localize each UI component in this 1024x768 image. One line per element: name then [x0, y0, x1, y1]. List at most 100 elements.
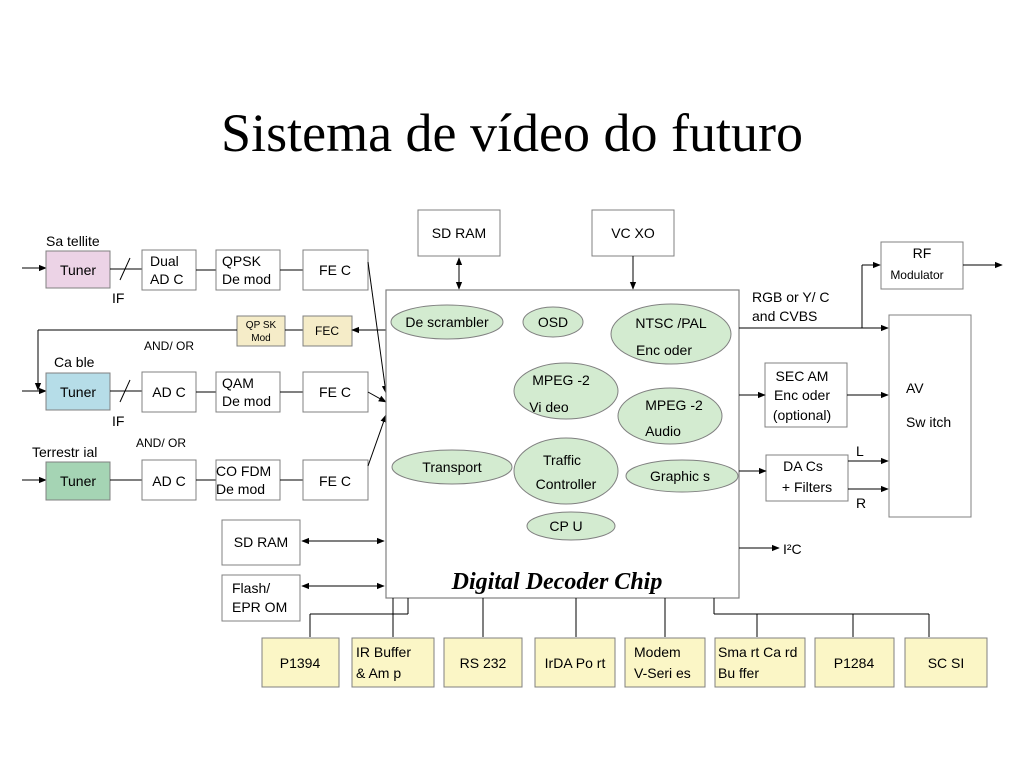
dual-adc-line1: Dual	[150, 253, 179, 269]
mpeg2-audio-block	[617, 387, 723, 445]
port-scsi-label: SC SI	[928, 655, 965, 671]
qpsk-demod-line1: QPSK	[222, 253, 262, 269]
fec2-label: FE C	[319, 384, 351, 400]
adc2-box	[141, 371, 197, 413]
qpsk-demod-line2: De mod	[222, 271, 271, 287]
qpsk-mod-line2: Mod	[251, 333, 270, 344]
port-ir-buffer-line2: & Am p	[356, 665, 401, 681]
dacs-box	[765, 454, 849, 502]
port-ir-buffer-line1: IR Buffer	[356, 644, 411, 660]
top-sdram-label: SD RAM	[432, 225, 486, 241]
satellite-label: Sa tellite	[46, 233, 100, 249]
cpu-block	[526, 511, 616, 541]
dacs-line1: DA Cs	[783, 458, 823, 474]
port-modem-line1: Modem	[634, 644, 681, 660]
rgb-label-line2: and CVBS	[752, 308, 817, 324]
left-sdram-box	[221, 519, 301, 566]
port-smartcard-line2: Bu ffer	[718, 665, 759, 681]
vcxo-label: VC XO	[611, 225, 655, 241]
fec1-to-chip	[367, 261, 389, 394]
chip-name: Digital Decoder Chip	[451, 569, 663, 595]
mpeg2-audio-line1: MPEG -2	[645, 397, 703, 413]
traffic-controller-block	[513, 437, 619, 505]
flash-line1: Flash/	[232, 580, 270, 596]
port-p1284-label: P1284	[834, 655, 875, 671]
and-or-label-1: AND/ OR	[144, 339, 194, 353]
fec1-box	[302, 249, 369, 291]
mpeg2-video-line1: MPEG -2	[532, 372, 590, 388]
cable-if-label: IF	[112, 413, 124, 429]
cable-bus-slash	[119, 379, 131, 403]
qpsk-demod-box	[215, 249, 281, 291]
cable-tuner-label: Tuner	[60, 384, 96, 400]
satellite-tuner-label: Tuner	[60, 262, 96, 278]
and-or-label-2: AND/ OR	[136, 436, 186, 450]
ntsc-pal-line2: Enc oder	[636, 342, 692, 358]
fec3-box	[302, 459, 369, 501]
transport-label: Transport	[422, 459, 482, 475]
rf-modulator-line1: RF	[913, 245, 932, 261]
fec-small-label: FEC	[315, 324, 339, 338]
av-switch-line1: AV	[906, 380, 924, 396]
traffic-controller-line1: Traffic	[543, 452, 581, 468]
cofdm-demod-line2: De mod	[216, 481, 265, 497]
fec2-to-chip	[367, 391, 387, 403]
port-p1394-label: P1394	[280, 655, 321, 671]
port-smartcard-line1: Sma rt Ca rd	[718, 644, 797, 660]
qam-demod-line2: De mod	[222, 393, 271, 409]
satellite-bus-slash	[119, 257, 131, 281]
cofdm-demod-line1: CO FDM	[216, 463, 271, 479]
ntsc-pal-line1: NTSC /PAL	[635, 315, 707, 331]
mpeg2-video-line2: Vi deo	[529, 399, 569, 415]
cpu-label: CP U	[549, 518, 582, 534]
fec3-to-chip	[367, 414, 387, 467]
rgb-label-line1: RGB or Y/ C	[752, 289, 830, 305]
cable-label: Ca ble	[54, 354, 95, 370]
r-label: R	[856, 495, 866, 511]
av-switch-line2: Sw itch	[906, 414, 951, 430]
graphics-label: Graphic s	[650, 468, 710, 484]
port-irda-label: IrDA Po rt	[545, 655, 606, 671]
port-modem-line2: V-Seri es	[634, 665, 691, 681]
graphics-block	[625, 459, 739, 493]
l-label: L	[856, 443, 864, 459]
port-irda: IrDA Po rt	[534, 637, 616, 688]
port-rs232-label: RS 232	[460, 655, 507, 671]
secam-line1: SEC AM	[776, 368, 829, 384]
cofdm-demod-box	[215, 459, 281, 501]
adc2-label: AD C	[152, 384, 185, 400]
port-ir-buffer: IR Buffer & Am p	[351, 637, 435, 688]
descrambler-label: De scrambler	[405, 314, 489, 330]
qam-demod-box	[215, 371, 281, 413]
port-p1284: P1284	[814, 637, 895, 688]
dacs-line2: + Filters	[782, 479, 832, 495]
dual-adc-line2: AD C	[150, 271, 183, 287]
traffic-controller-line2: Controller	[536, 476, 597, 492]
left-sdram-label: SD RAM	[234, 534, 288, 550]
vcxo-box	[591, 209, 675, 257]
qpsk-mod-line1: QP SK	[246, 320, 277, 331]
fec-small-box	[302, 315, 353, 347]
transport-block	[391, 449, 513, 485]
i2c-label: I²C	[783, 541, 802, 557]
port-smartcard: Sma rt Ca rd Bu ffer	[714, 637, 806, 688]
terrestrial-tuner-label: Tuner	[60, 473, 96, 489]
qpsk-mod-box	[236, 315, 286, 347]
rf-modulator-line2: Modulator	[890, 268, 943, 282]
terrestrial-tuner	[45, 461, 111, 501]
qam-demod-line1: QAM	[222, 375, 254, 391]
page-title: Sistema de vídeo do futuro	[221, 103, 803, 163]
port-scsi: SC SI	[904, 637, 988, 688]
cable-tuner	[45, 372, 111, 411]
mpeg2-video-block	[513, 362, 619, 420]
ntsc-pal-encoder-block	[610, 303, 732, 365]
secam-line2: Enc oder	[774, 387, 830, 403]
fec1-label: FE C	[319, 262, 351, 278]
flash-eprom-box	[221, 574, 301, 622]
osd-block	[522, 306, 584, 338]
port-p1394: P1394	[261, 637, 340, 688]
secam-line3: (optional)	[773, 407, 831, 423]
fec3-label: FE C	[319, 473, 351, 489]
rf-modulator-box	[880, 241, 964, 290]
